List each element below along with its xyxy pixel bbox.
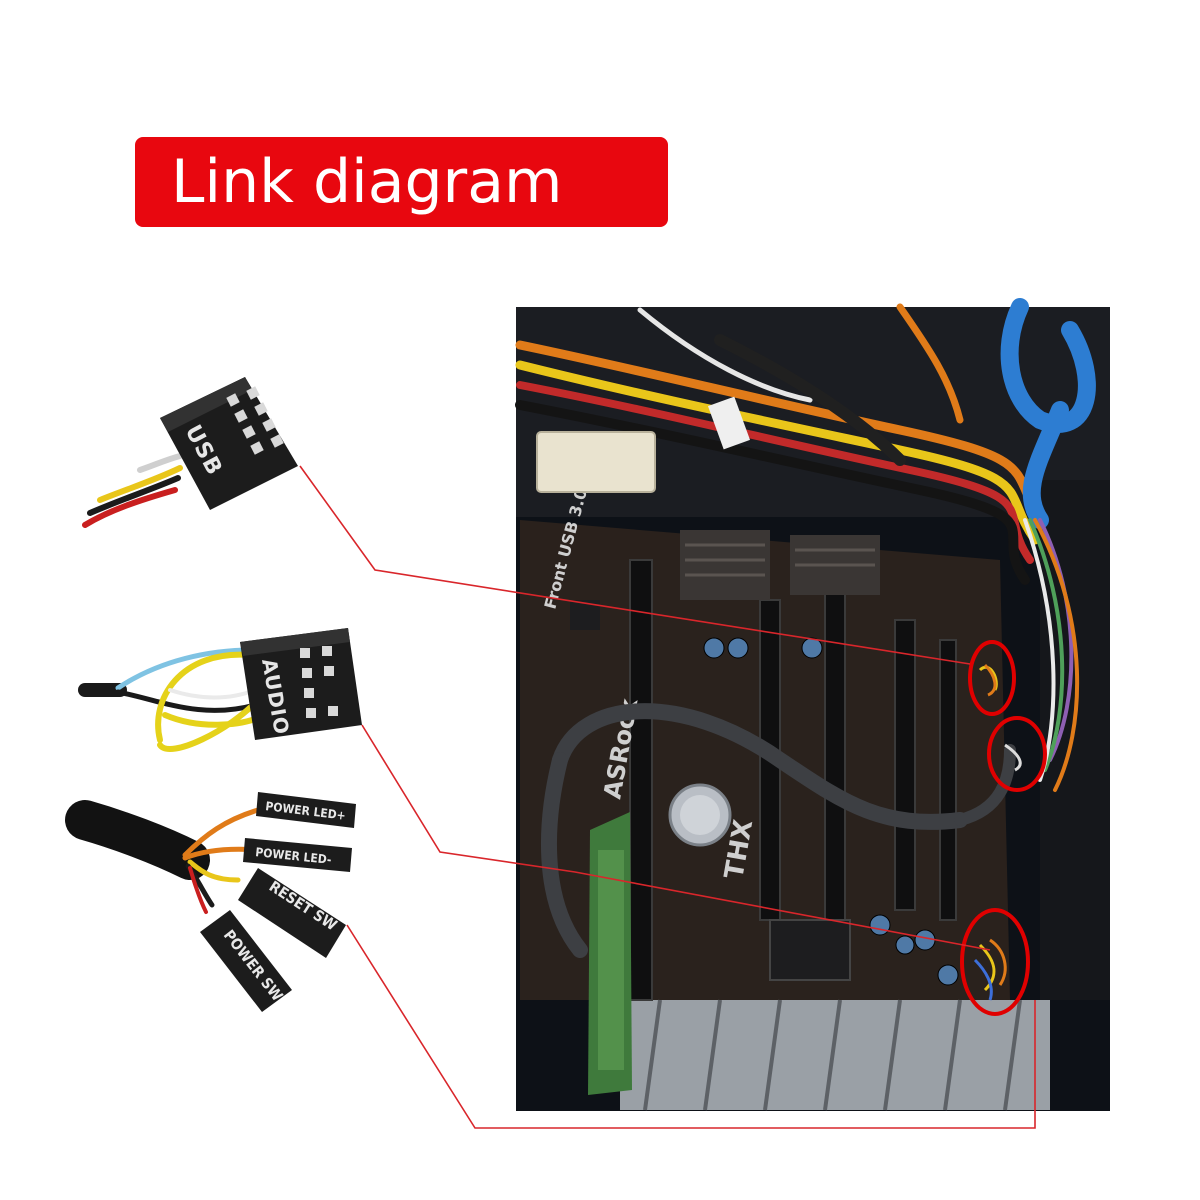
usb-header-highlight xyxy=(968,640,1016,716)
motherboard-photo: Front USB 3.0 ASRock THX xyxy=(515,298,1110,1111)
audio-header-highlight xyxy=(987,716,1047,792)
front-panel-callout-line xyxy=(346,924,1036,1129)
usb-callout-line xyxy=(299,465,971,665)
callout-lines xyxy=(299,465,1036,1129)
front-panel-header-highlight xyxy=(960,908,1030,1016)
audio-callout-line xyxy=(361,724,991,951)
front-panel-connector-icon: POWER LED+ POWER LED- RESET SW POWER SW xyxy=(65,792,356,1012)
audio-connector-icon: AUDIO xyxy=(78,628,362,752)
usb-connector-icon: USB xyxy=(82,377,298,528)
title-badge: Link diagram xyxy=(135,137,668,227)
page-title: Link diagram xyxy=(171,147,563,217)
